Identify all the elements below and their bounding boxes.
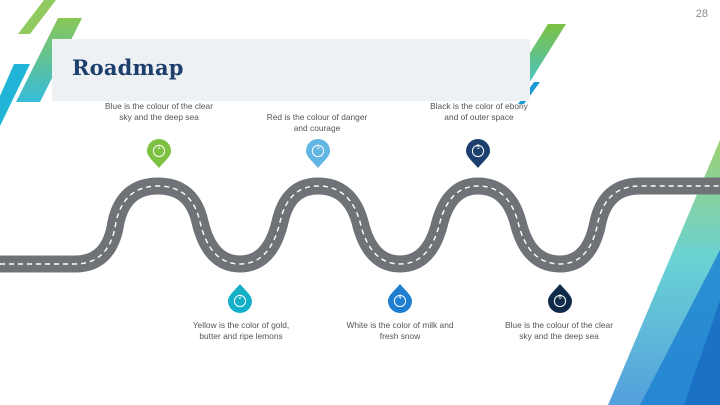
milestone-number: 5 bbox=[476, 145, 480, 151]
milestone-6-caption: Blue is the colour of the clear sky and … bbox=[504, 320, 613, 341]
stripe-shape bbox=[684, 300, 720, 405]
map-pin-icon bbox=[228, 284, 252, 313]
milestone-number: 4 bbox=[398, 295, 402, 301]
milestone-number: 6 bbox=[558, 295, 562, 301]
map-pin-icon bbox=[147, 139, 171, 168]
milestone-number: 3 bbox=[316, 145, 320, 151]
milestone-1-pin: 1 bbox=[146, 139, 172, 169]
map-pin-icon bbox=[388, 284, 412, 313]
milestone-4-caption: White is the color of milk and fresh sno… bbox=[346, 320, 454, 341]
milestone-number: 2 bbox=[238, 295, 242, 301]
page-number: 28 bbox=[695, 8, 708, 20]
map-pin-icon bbox=[466, 139, 490, 168]
milestone-5-pin: 5 bbox=[465, 139, 491, 169]
map-pin-icon bbox=[548, 284, 572, 313]
milestone-6-pin: 6 bbox=[547, 283, 573, 313]
stripe-shape bbox=[18, 0, 56, 34]
stripe-shape bbox=[0, 64, 30, 126]
milestone-3-caption: Red is the colour of danger and courage bbox=[266, 112, 368, 133]
map-pin-icon bbox=[306, 139, 330, 168]
milestone-3-pin: 3 bbox=[305, 139, 331, 169]
milestone-4-pin: 4 bbox=[387, 283, 413, 313]
milestone-number: 1 bbox=[157, 145, 161, 151]
milestone-1-caption: Blue is the colour of the clear sky and … bbox=[104, 101, 213, 122]
milestone-5-caption: Black is the color of ebony and of outer… bbox=[430, 101, 528, 122]
title-band bbox=[52, 39, 530, 101]
milestone-2-pin: 2 bbox=[227, 283, 253, 313]
slide-title: Roadmap bbox=[72, 55, 184, 80]
milestone-2-caption: Yellow is the color of gold, butter and … bbox=[192, 320, 290, 341]
